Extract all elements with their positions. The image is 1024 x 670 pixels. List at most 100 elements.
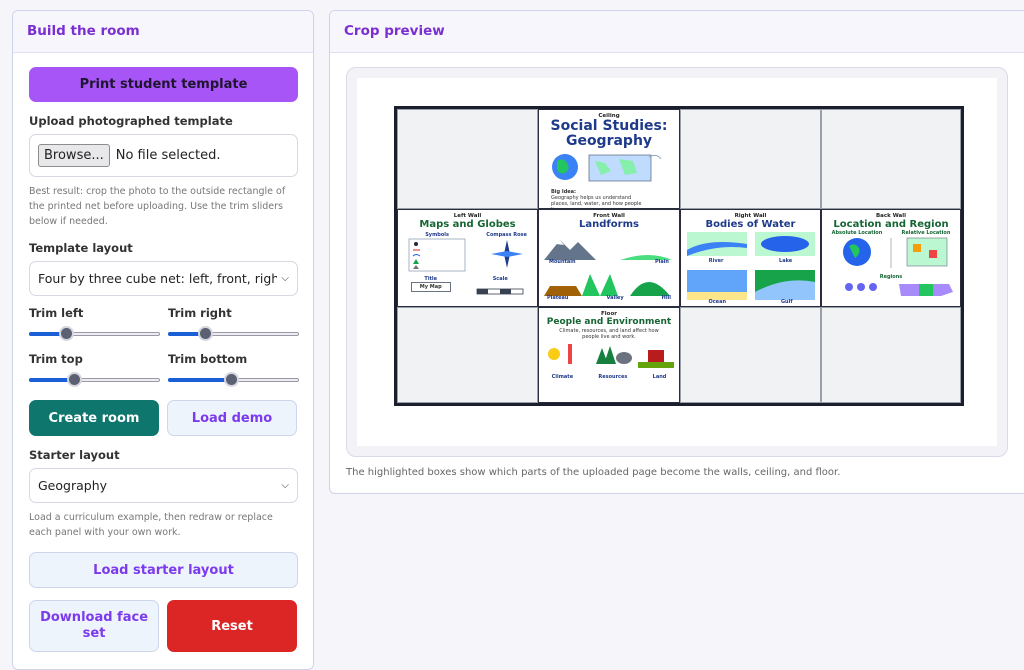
- trim-left-control: Trim left: [29, 306, 160, 342]
- preview-caption: The highlighted boxes show which parts o…: [346, 467, 841, 478]
- bodies-of-water-icon: [686, 232, 815, 300]
- plateau-label: Plateau: [547, 295, 569, 301]
- compass-rose-label: Compass Rose: [486, 232, 527, 238]
- climate-label: Climate: [551, 374, 574, 380]
- preview-frame: Ceiling Social Studies: Geography Big Id…: [346, 67, 1008, 457]
- trim-bottom-slider[interactable]: [168, 372, 299, 388]
- face-title: Maps and Globes: [419, 219, 516, 230]
- right-wall-face: Right Wall Bodies of Water River Lake Oc…: [680, 209, 821, 307]
- empty-cell: [821, 109, 961, 209]
- land-label: Land: [652, 374, 667, 380]
- my-map-label: My Map: [410, 282, 451, 292]
- empty-cell: [397, 307, 538, 403]
- landforms-icon: [544, 240, 672, 296]
- environment-icons: [548, 344, 674, 368]
- load-starter-button[interactable]: Load starter layout: [29, 552, 298, 588]
- trim-right-slider[interactable]: [168, 326, 299, 342]
- face-label: Front Wall: [593, 213, 625, 219]
- print-template-button[interactable]: Print student template: [29, 67, 298, 102]
- symbols-label: Symbols: [425, 232, 449, 238]
- crop-preview-title: Crop preview: [330, 11, 1024, 53]
- left-wall-face: Left Wall Maps and Globes Symbols: [397, 209, 538, 307]
- crop-preview-panel: Crop preview Ceiling Social Studies: Geo…: [329, 10, 1024, 494]
- template-layout-select[interactable]: Four by three cube net: left, front, rig…: [29, 261, 298, 296]
- starter-layout-label: Starter layout: [29, 448, 120, 462]
- upload-hint: Best result: crop the photo to the outsi…: [29, 186, 286, 227]
- front-wall-face: Front Wall Landforms Mountain Plain: [538, 209, 680, 307]
- valley-label: Valley: [606, 295, 624, 301]
- empty-cell: [821, 307, 961, 403]
- face-title: Landforms: [579, 219, 639, 230]
- compass-rose-icon: [490, 240, 523, 268]
- scale-bar-icon: [476, 288, 524, 295]
- trim-right-control: Trim right: [168, 306, 299, 342]
- ocean-label: Ocean: [708, 299, 727, 305]
- preview-canvas: Ceiling Social Studies: Geography Big Id…: [357, 78, 997, 446]
- absolute-location-label: Absolute Location: [831, 230, 883, 236]
- relative-location-label: Relative Location: [901, 230, 951, 236]
- regions-icon: [845, 283, 953, 296]
- template-layout-label: Template layout: [29, 241, 133, 255]
- face-label: Left Wall: [453, 213, 482, 219]
- plain-label: Plain: [654, 259, 669, 265]
- hill-label: Hill: [661, 295, 671, 301]
- file-value: No file selected.: [115, 148, 221, 163]
- browse-button[interactable]: Browse...: [38, 144, 110, 167]
- face-label: Ceiling: [598, 113, 620, 119]
- floor-face: Floor People and Environment Climate, re…: [538, 307, 680, 403]
- cube-net-image: Ceiling Social Studies: Geography Big Id…: [394, 106, 964, 406]
- slider-knob[interactable]: [197, 326, 213, 341]
- resources-label: Resources: [598, 374, 628, 380]
- scale-label: Scale: [492, 276, 508, 282]
- empty-cell: [680, 109, 821, 209]
- face-label: Floor: [601, 311, 617, 317]
- upload-label: Upload photographed template: [29, 114, 233, 128]
- regions-label: Regions: [879, 274, 903, 280]
- empty-cell: [680, 307, 821, 403]
- trim-left-label: Trim left: [29, 306, 84, 320]
- slider-knob[interactable]: [66, 372, 82, 387]
- reset-button[interactable]: Reset: [167, 600, 297, 652]
- lake-label: Lake: [779, 258, 793, 264]
- download-face-set-button[interactable]: Download face set: [29, 600, 160, 652]
- map-symbols-icon: [408, 238, 466, 272]
- chevron-down-icon: ⌵: [281, 273, 289, 284]
- trim-bottom-control: Trim bottom: [168, 352, 299, 388]
- face-label: Right Wall: [734, 213, 767, 219]
- load-demo-button[interactable]: Load demo: [167, 400, 297, 436]
- location-icons: [843, 237, 948, 268]
- face-title: People and Environment: [546, 317, 672, 327]
- face-title: Bodies of Water: [705, 219, 796, 230]
- mountain-label: Mountain: [549, 259, 576, 265]
- river-label: River: [708, 258, 724, 264]
- starter-hint: Load a curriculum example, then redraw o…: [29, 512, 273, 538]
- empty-cell: [397, 109, 538, 209]
- starter-layout-select[interactable]: Geography ⌵: [29, 468, 298, 503]
- trim-bottom-label: Trim bottom: [168, 352, 248, 366]
- slider-knob[interactable]: [58, 326, 74, 341]
- trim-top-control: Trim top: [29, 352, 160, 388]
- slider-knob[interactable]: [223, 372, 239, 387]
- big-idea-label: Big Idea:: [551, 189, 577, 195]
- trim-top-label: Trim top: [29, 352, 83, 366]
- big-idea-text: Geography helps us understand places, la…: [551, 195, 642, 208]
- chevron-down-icon: ⌵: [281, 480, 289, 491]
- globe-map-icon: [552, 154, 662, 182]
- back-wall-face: Back Wall Location and Region Absolute L…: [821, 209, 961, 307]
- title-label: Title: [424, 276, 438, 282]
- file-input[interactable]: Browse... No file selected.: [29, 134, 298, 177]
- trim-left-slider[interactable]: [29, 326, 160, 342]
- trim-right-label: Trim right: [168, 306, 232, 320]
- ceiling-face: Ceiling Social Studies: Geography Big Id…: [538, 109, 680, 209]
- build-room-title: Build the room: [13, 11, 313, 53]
- trim-top-slider[interactable]: [29, 372, 160, 388]
- face-title: Location and Region: [833, 219, 949, 230]
- build-room-panel: Build the room Print student template Up…: [12, 10, 314, 670]
- create-room-button[interactable]: Create room: [29, 400, 159, 436]
- starter-layout-value: Geography: [38, 478, 108, 493]
- floor-text: Climate, resources, and land affect how …: [559, 328, 659, 340]
- gulf-label: Gulf: [780, 299, 793, 305]
- template-layout-value: Four by three cube net: left, front, rig…: [38, 271, 277, 286]
- face-title: Social Studies: Geography: [550, 118, 668, 149]
- face-label: Back Wall: [875, 213, 907, 219]
